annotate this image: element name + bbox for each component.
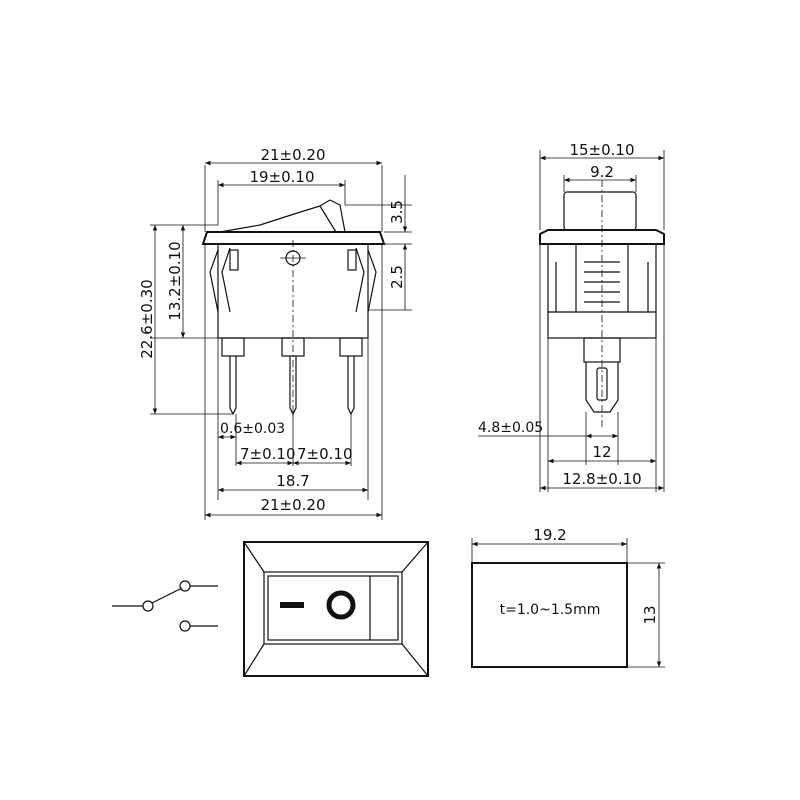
on-mark-icon [326,590,356,620]
dim-rocker-height: 3.5 [388,200,406,224]
rocker-face [263,571,403,645]
dim-pitch-right: 7±0.10 [297,445,353,463]
dim-total-height: 22.6±0.30 [138,279,156,358]
dim-side-rocker-width: 9.2 [590,163,614,181]
rocker-top-view [243,541,429,677]
common-contact [142,600,154,612]
dim-terminal-width: 4.8±0.05 [478,420,543,436]
right-clip [367,249,377,313]
dim-rocker-width: 19±0.10 [249,168,314,186]
switch-symbol [112,580,218,632]
dim-bottom-width: 21±0.20 [260,496,325,514]
dim-body-height: 13.2±0.10 [166,241,184,320]
front-view [150,160,412,520]
left-clip [209,249,219,313]
side-rocker [563,191,637,231]
cutout-rect [471,562,628,668]
terminal-1 [229,356,237,416]
rocker-outline [219,199,346,233]
contact-on [179,580,191,592]
contact-off [179,620,191,632]
dim-top-width: 21±0.20 [260,146,325,164]
dim-side-flange-width: 12.8±0.10 [562,470,641,488]
side-view [478,150,665,492]
side-terminal [585,362,619,413]
dim-side-body-width: 12 [592,443,611,461]
dim-flange-gap: 2.5 [388,265,406,289]
dim-pitch-left: 7±0.10 [240,445,296,463]
outer-bezel [243,541,429,677]
front-flange [201,231,386,245]
dim-cutout-height: 13 [641,605,659,624]
dim-pin-span: 18.7 [276,472,309,490]
panel-thickness-label: t=1.0~1.5mm [500,602,601,618]
dim-side-top-width: 15±0.10 [569,141,634,159]
dim-cutout-width: 19.2 [533,526,566,544]
dim-pin-width: 0.6±0.03 [220,421,285,437]
off-mark-icon [280,602,304,608]
panel-cutout [471,538,665,668]
terminal-3 [347,356,355,416]
